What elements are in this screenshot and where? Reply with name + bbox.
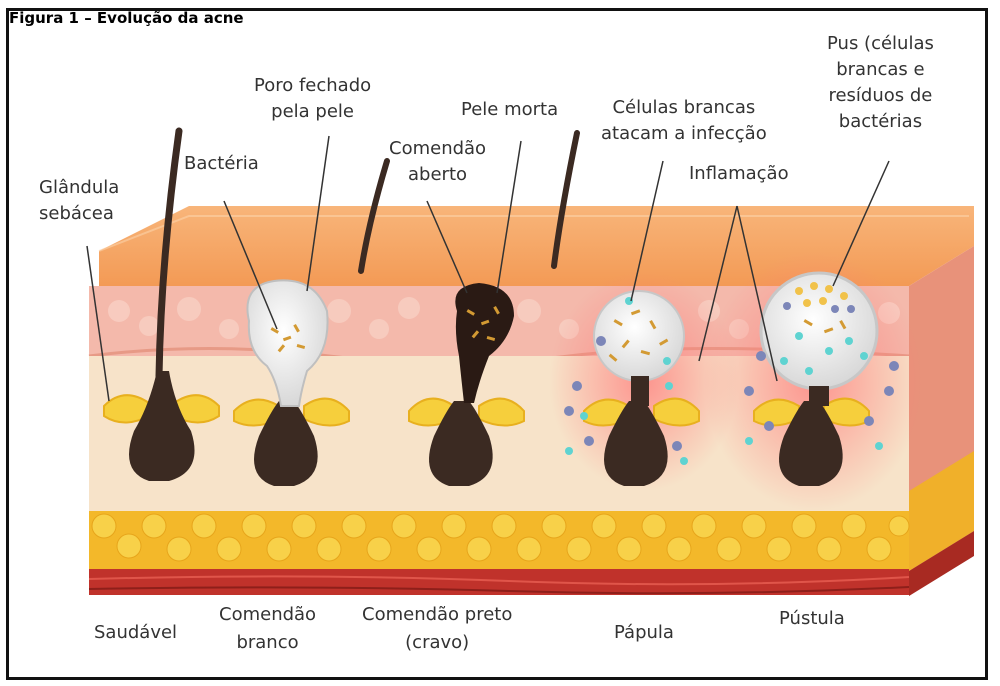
stage-blackhead: Comendão preto (cravo) bbox=[362, 601, 512, 657]
diagram-frame: Figura 1 – Evolução da acne bbox=[6, 8, 988, 680]
label-bacteria: Bactéria bbox=[184, 151, 259, 177]
stage-pustule: Pústula bbox=[779, 605, 845, 633]
stage-healthy: Saudável bbox=[94, 619, 177, 647]
papule bbox=[594, 291, 684, 381]
stage-papule: Pápula bbox=[614, 619, 674, 647]
label-dead-skin: Pele morta bbox=[461, 97, 558, 123]
label-inflammation: Inflamação bbox=[689, 161, 789, 187]
stage-whitehead: Comendão branco bbox=[219, 601, 316, 657]
pustule bbox=[761, 273, 877, 389]
label-open-comedo: Comendão aberto bbox=[389, 136, 486, 188]
label-pus: Pus (células brancas e resíduos de bacté… bbox=[827, 31, 934, 135]
label-sebaceous-gland: Glândula sebácea bbox=[39, 175, 119, 227]
label-closed-pore: Poro fechado pela pele bbox=[254, 73, 371, 125]
label-white-cells: Células brancas atacam a infecção bbox=[601, 95, 767, 147]
